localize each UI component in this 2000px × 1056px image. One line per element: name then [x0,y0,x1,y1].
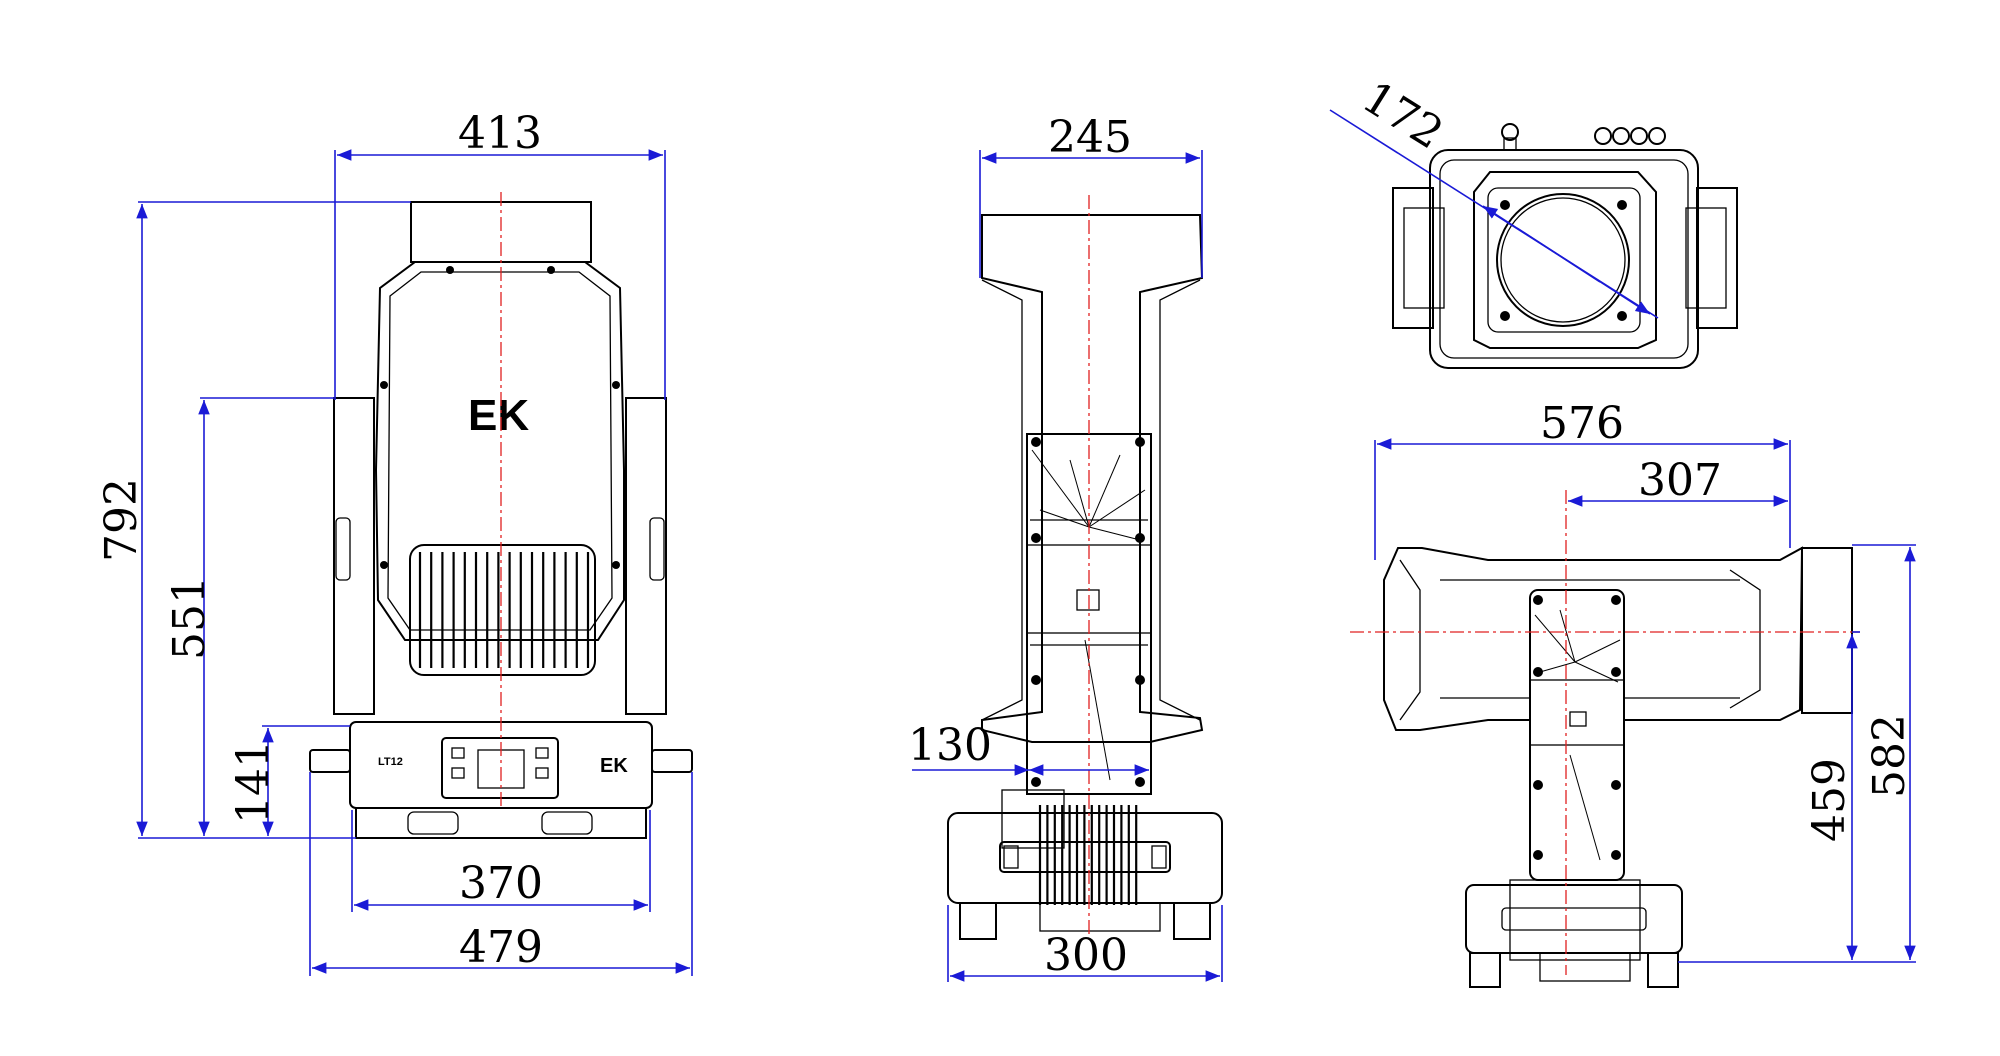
panel-button-3 [535,747,549,759]
base-handle-right [651,749,693,773]
dim-label-582: 582 [1864,714,1915,798]
head-screws [380,266,620,569]
head-body-inner [387,271,613,631]
panel-button-2 [451,767,465,779]
dim-label-141: 141 [228,740,279,824]
dim-label-172: 172 [1354,72,1452,160]
dim-label-792: 792 [96,478,147,562]
dim-label-413: 413 [458,108,542,159]
tilted-rays [1534,609,1621,861]
side-screws [1031,437,1145,787]
top-lens-screws [1500,200,1627,321]
yoke-handle-left [335,517,351,581]
top-lens [1496,193,1630,327]
side-heatsink-left [1001,789,1065,849]
dim-label-479: 479 [459,922,543,973]
connector-left [407,811,459,835]
dim-label-307: 307 [1638,455,1722,506]
tilted-screws [1533,595,1621,860]
side-connectors [1039,902,1161,932]
side-base-handle [999,841,1171,873]
dim-label-245: 245 [1048,112,1132,163]
yoke-arm-left [333,397,375,715]
panel-button-1 [451,747,465,759]
side-rays [1031,449,1146,781]
base-handle-left [309,749,351,773]
dim-label-300: 300 [1044,930,1128,981]
tilted-yoke-arm [1529,589,1625,881]
top-connectors [1501,123,1666,151]
dim-label-551: 551 [164,576,215,660]
logo-base: EK [600,755,628,777]
vent-slats [418,552,590,668]
front-view: EK LT12 EK 413 792 [96,108,693,976]
tilted-heatsink [1509,879,1641,961]
side-view: 245 130 300 [908,112,1223,982]
tilted-foot-right [1647,952,1679,988]
control-panel [441,737,559,799]
model-label: LT12 [378,756,403,768]
tilted-base [1465,884,1683,954]
head-body [374,261,625,641]
vent-grille [409,544,596,676]
base-feet [355,807,647,839]
yoke-arm-right [625,397,667,715]
side-foot-left [959,902,997,940]
yoke-handle-right [649,517,665,581]
dim-label-576: 576 [1540,398,1624,449]
tilted-top-cap [1801,547,1853,714]
dim-label-370: 370 [459,858,543,909]
panel-button-4 [535,767,549,779]
connector-right [541,811,593,835]
side-foot-right [1173,902,1211,940]
top-handle-left [1392,187,1434,329]
top-handle-right [1696,187,1738,329]
side-heatsink-fins [1038,805,1138,905]
top-view: 172 [1329,72,1738,369]
tilted-foot-left [1469,952,1501,988]
tilted-connectors [1539,952,1631,982]
side-head [981,214,1204,743]
dim-label-130: 130 [908,720,992,771]
dim-label-459: 459 [1804,758,1855,842]
logo-front: EK [468,391,529,440]
tilted-view: 576 307 459 582 [1350,398,1916,988]
